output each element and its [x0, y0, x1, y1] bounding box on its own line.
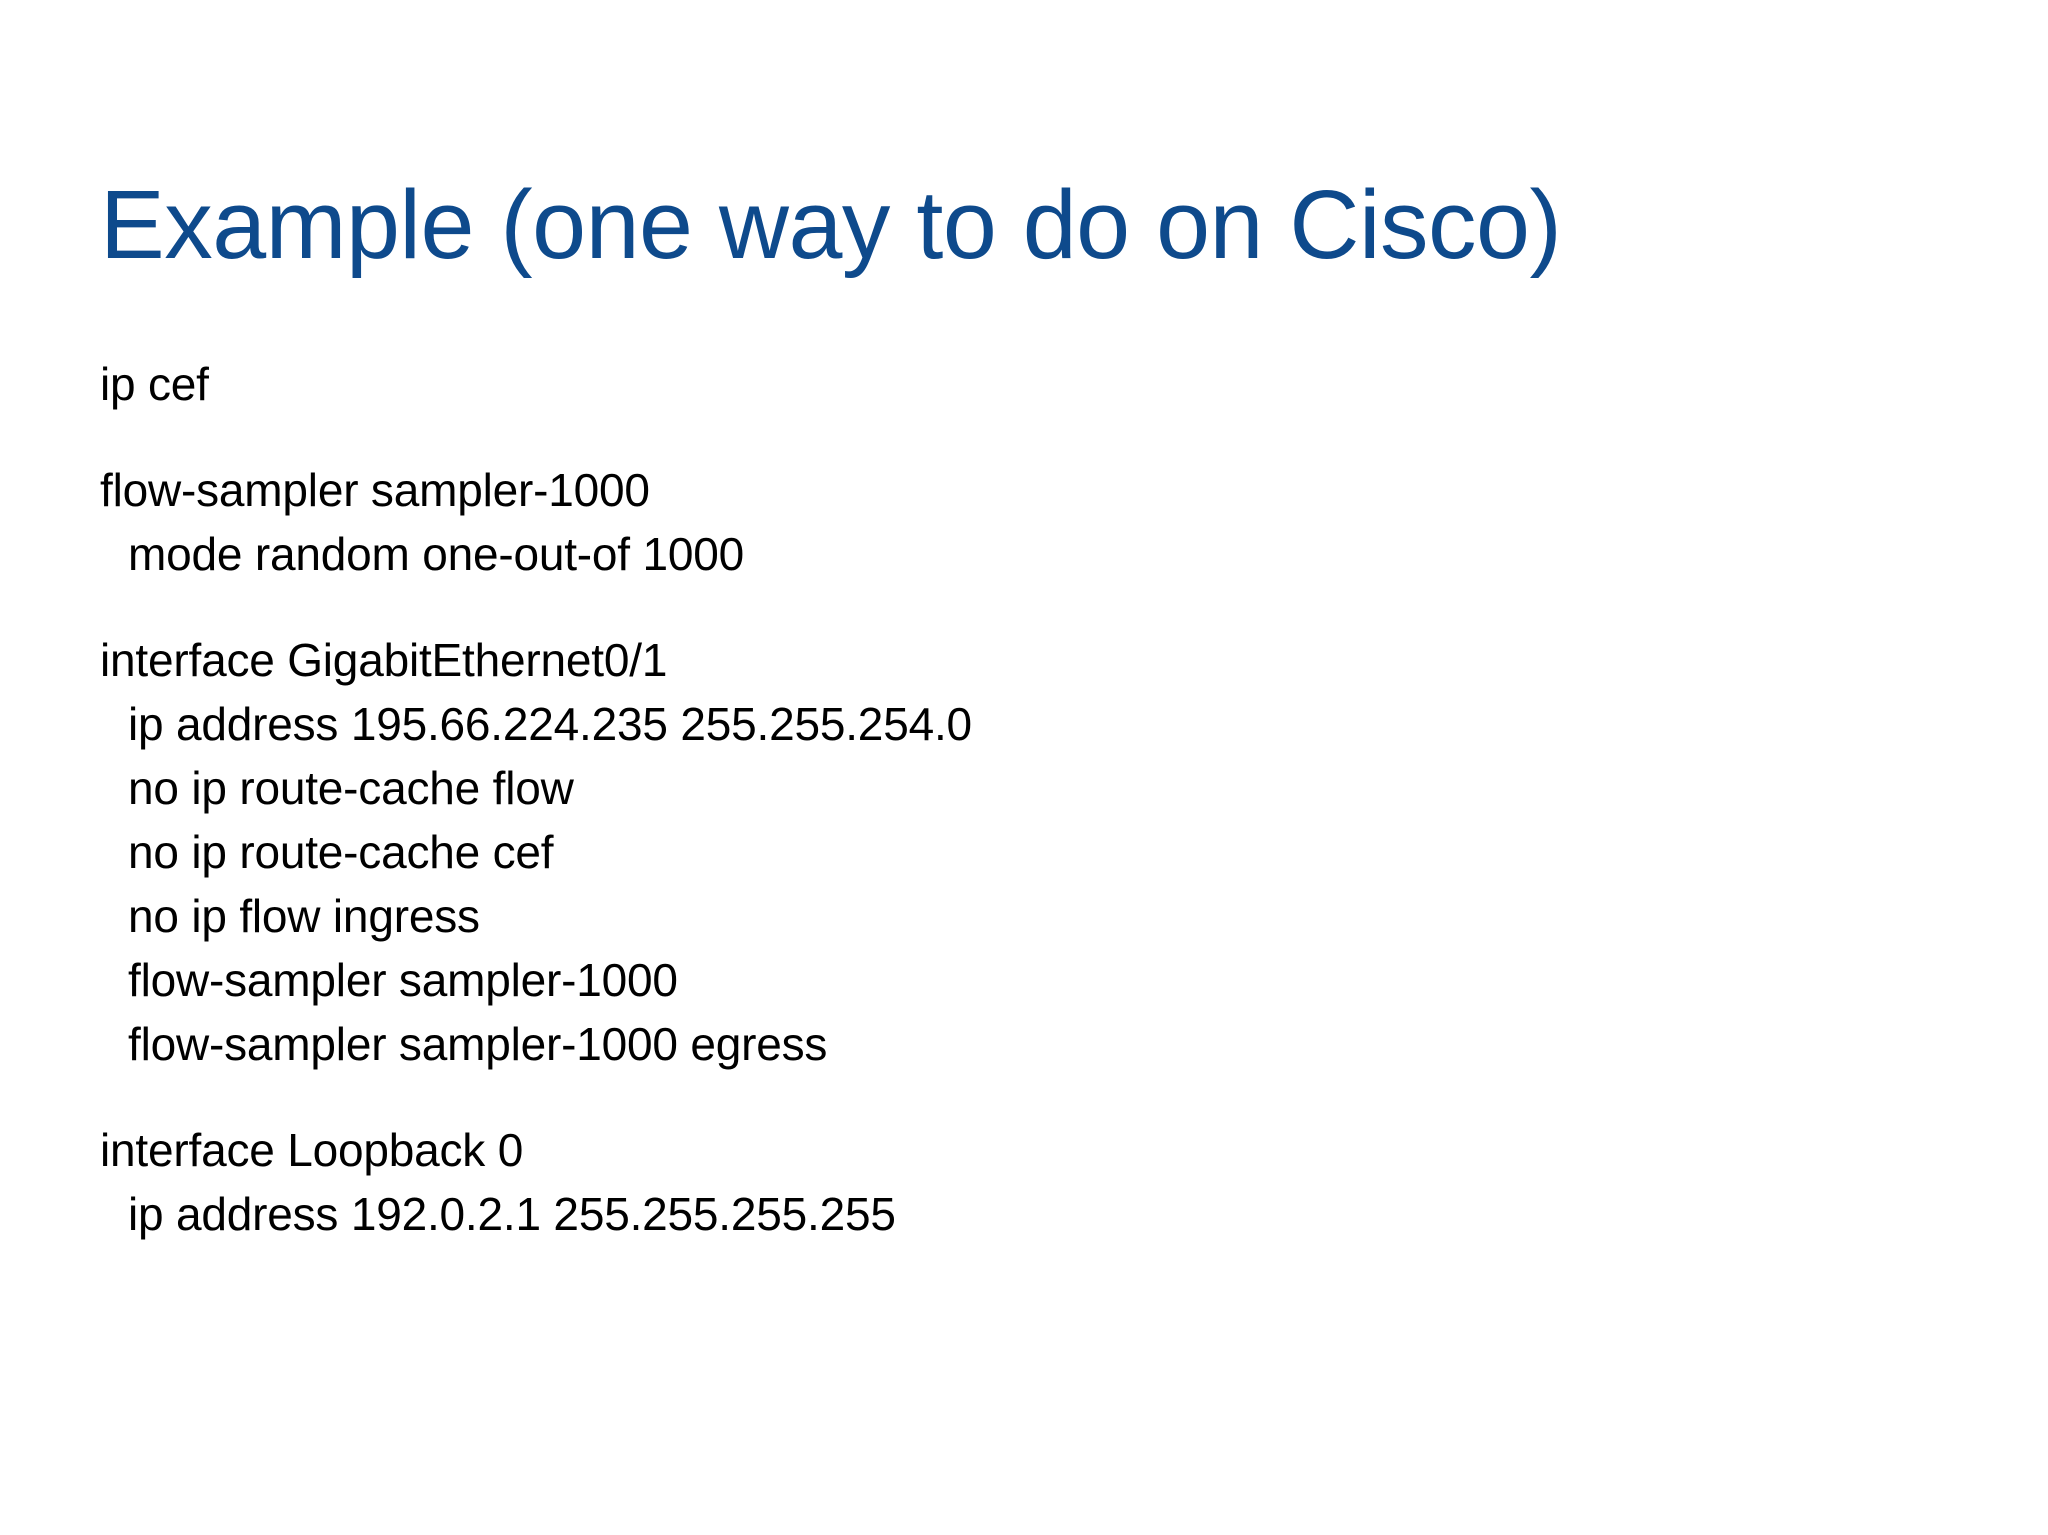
- config-line: no ip flow ingress: [128, 890, 480, 942]
- config-line: no ip route-cache cef: [128, 826, 554, 878]
- page-title: Example (one way to do on Cisco): [100, 169, 1562, 279]
- flow-sampler-group: flow-sampler sampler-1000 mode random one…: [100, 458, 1900, 586]
- config-line: ip cef: [100, 358, 209, 410]
- interface-loopback-group: interface Loopback 0 ip address 192.0.2.1…: [100, 1118, 1900, 1246]
- config-line: interface GigabitEthernet0/1: [100, 634, 668, 686]
- config-line: no ip route-cache flow: [128, 762, 574, 814]
- cef-group: ip cef: [100, 352, 1900, 416]
- interface-gigabitethernet-group: interface GigabitEthernet0/1 ip address 1…: [100, 628, 1900, 1076]
- config-line: interface Loopback 0: [100, 1124, 524, 1176]
- config-line: flow-sampler sampler-1000: [128, 954, 678, 1006]
- config-line: ip address 195.66.224.235 255.255.254.0: [128, 698, 972, 750]
- config-line: mode random one-out-of 1000: [128, 528, 745, 580]
- config-listing: ip cef flow-sampler sampler-1000 mode rand…: [100, 352, 1900, 1246]
- config-line: ip address 192.0.2.1 255.255.255.255: [128, 1188, 896, 1240]
- config-line: flow-sampler sampler-1000: [100, 464, 650, 516]
- config-line: flow-sampler sampler-1000 egress: [128, 1018, 828, 1070]
